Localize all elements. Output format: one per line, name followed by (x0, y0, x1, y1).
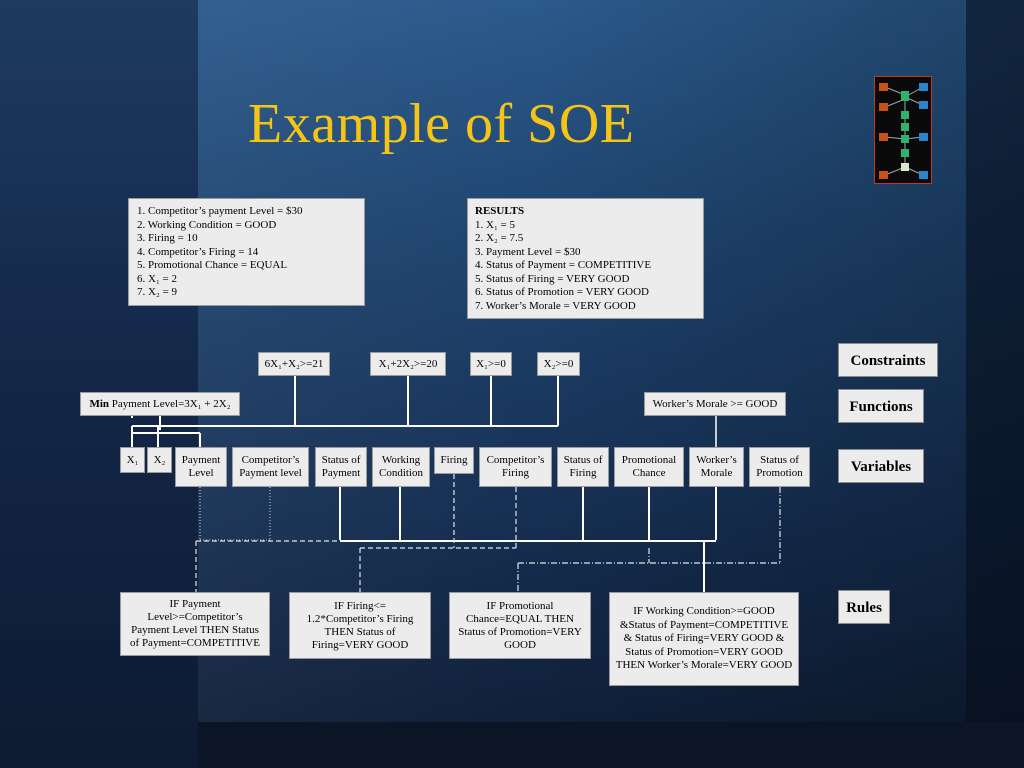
rule-workers-morale: IF Working Condition>=GOOD &Status of Pa… (609, 592, 799, 686)
list-item: 3. Firing = 10 (137, 232, 198, 244)
variable-status-of-firing: Status of Firing (557, 447, 609, 487)
list-item: 4. Status of Payment = COMPETITIVE (475, 259, 652, 271)
constraints-label: Constraints (838, 343, 938, 377)
min-payment-function: Min Payment Level=3X₁ + 2X₂ (80, 392, 240, 416)
variable-x2: X₂ (147, 447, 172, 473)
network-diagram-logo-icon (874, 76, 932, 184)
variable-x1: X₁ (120, 447, 145, 473)
variable-firing: Firing (434, 447, 474, 474)
list-item: 5. Promotional Chance = EQUAL (137, 259, 288, 271)
list-item: 6. X₁ = 2 (137, 272, 177, 285)
min-keyword: Min (89, 397, 110, 410)
list-item: 3. Payment Level = $30 (475, 245, 581, 258)
variable-workers-morale: Worker’s Morale (689, 447, 744, 487)
variable-competitor-firing: Competitor’s Firing (479, 447, 552, 487)
bottom-band (198, 722, 1024, 768)
variable-promotional-chance: Promotional Chance (614, 447, 684, 487)
constraint-4: X₂>=0 (537, 352, 580, 376)
list-item: 5. Status of Firing = VERY GOOD (475, 272, 630, 285)
min-expression: Payment Level=3X₁ + 2X₂ (111, 397, 231, 410)
rules-label: Rules (838, 590, 890, 624)
variables-label: Variables (838, 449, 924, 483)
list-item: 1. Competitor’s payment Level = $30 (137, 205, 303, 217)
results-box: RESULTS 1. X₁ = 5 2. X₂ = 7.5 3. Payment… (467, 198, 704, 319)
list-item: 2. X₂ = 7.5 (475, 232, 524, 244)
inputs-list-box: 1. Competitor’s payment Level = $30 2. W… (128, 198, 365, 306)
right-shade (966, 0, 1024, 768)
results-heading: RESULTS (475, 205, 525, 217)
rule-status-of-promotion: IF Promotional Chance=EQUAL THEN Status … (449, 592, 591, 659)
constraint-2: X₁+2X₂>=20 (370, 352, 446, 376)
variable-payment-level: Payment Level (175, 447, 227, 487)
constraint-3: X₁>=0 (470, 352, 512, 376)
list-item: 2. Working Condition = GOOD (137, 218, 277, 231)
variable-working-condition: Working Condition (372, 447, 430, 487)
slide-title: Example of SOE (248, 93, 635, 155)
list-item: 7. X₂ = 9 (137, 286, 177, 298)
variable-status-of-promotion: Status of Promotion (749, 447, 810, 487)
functions-label: Functions (838, 389, 924, 423)
variable-competitor-payment-level: Competitor’s Payment level (232, 447, 309, 487)
constraint-1: 6X₁+X₂>=21 (258, 352, 330, 376)
list-item: 4. Competitor’s Firing = 14 (137, 245, 259, 258)
rule-status-of-firing: IF Firing<= 1.2*Competitor’s Firing THEN… (289, 592, 431, 659)
variable-status-of-payment: Status of Payment (315, 447, 367, 487)
rule-status-of-payment: IF Payment Level>=Competitor’s Payment L… (120, 592, 270, 656)
list-item: 7. Worker’s Morale = VERY GOOD (475, 299, 636, 312)
list-item: 6. Status of Promotion = VERY GOOD (475, 286, 649, 298)
list-item: 1. X₁ = 5 (475, 218, 515, 231)
morale-function: Worker’s Morale >= GOOD (644, 392, 786, 416)
